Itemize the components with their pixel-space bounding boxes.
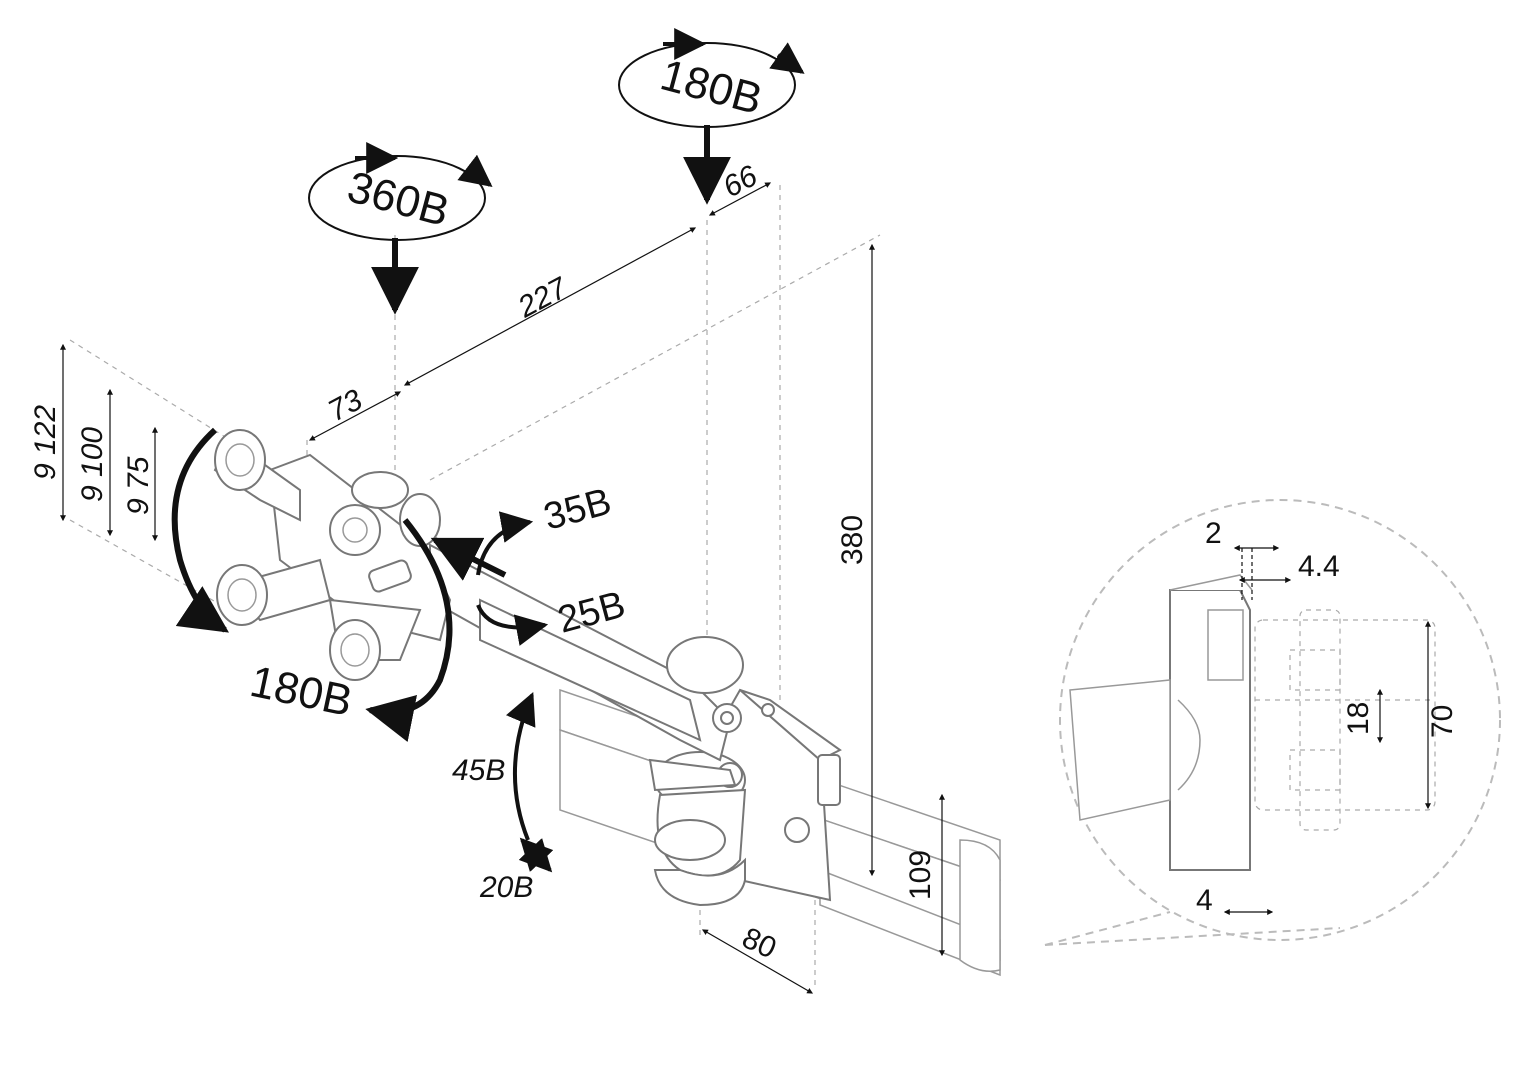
dim-vesa-75: 9 75 [122, 426, 158, 542]
swivel-360-label: 360B [342, 162, 454, 236]
swivel-180-label: 180B [655, 50, 767, 124]
dim-380: 380 [836, 243, 875, 877]
main-view: 360B 180B 180B 35B 25B 45B [29, 28, 1001, 994]
detail-dim-4-4-label: 4.4 [1298, 550, 1340, 583]
dim-227-label: 227 [512, 271, 574, 325]
vesa-head [213, 429, 452, 681]
dim-109-label: 109 [904, 850, 937, 900]
arm-up-label: 45B [452, 754, 505, 787]
dim-109: 109 [904, 793, 945, 957]
dim-66: 66 [708, 159, 772, 216]
arm-lift-indicator: 45B 20B [452, 692, 554, 904]
dim-73-label: 73 [323, 383, 368, 428]
tilt-down-label: 25B [553, 584, 629, 642]
arm-down-label: 20B [479, 871, 533, 904]
detail-dim-4-label: 4 [1196, 884, 1213, 917]
dim-vesa-100: 9 100 [76, 388, 113, 537]
swivel-180-indicator: 180B [618, 28, 805, 205]
tilt-up-label: 35B [539, 481, 615, 539]
dim-80-label: 80 [737, 921, 781, 965]
dim-vesa-100-label: 9 100 [76, 427, 109, 502]
dim-73: 73 [308, 383, 402, 441]
detail-view: 2 4.4 70 18 4 [1044, 499, 1501, 946]
dim-380-label: 380 [836, 515, 869, 565]
detail-dim-70-label: 70 [1426, 705, 1459, 738]
swivel-360-indicator: 360B [308, 142, 493, 315]
dim-vesa-122-label: 9 122 [29, 405, 62, 480]
dim-vesa-122: 9 122 [29, 343, 66, 522]
detail-dim-2-label: 2 [1205, 517, 1222, 550]
dim-66-label: 66 [718, 159, 763, 204]
rail-profile [1254, 609, 1436, 831]
dim-vesa-75-label: 9 75 [122, 456, 155, 515]
dim-227: 227 [403, 227, 697, 386]
detail-dim-18-label: 18 [1342, 702, 1375, 735]
dim-80: 80 [701, 921, 814, 994]
